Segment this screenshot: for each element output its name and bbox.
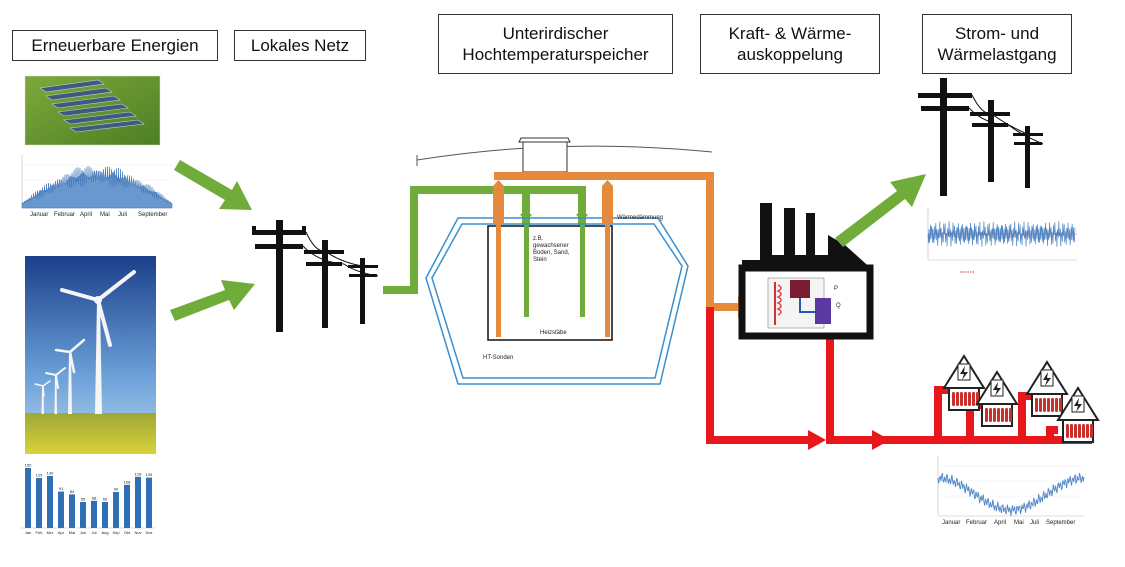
chp-plant: P Q bbox=[738, 203, 874, 340]
wind-bar-value: 126 bbox=[146, 472, 153, 477]
chp-to-power-grid-arrow bbox=[835, 174, 926, 247]
heat-red-pipe bbox=[706, 307, 1092, 444]
wind-bar-value: 65 bbox=[81, 497, 86, 502]
solar-yield-chart: Januar Februar April Mai Juli September bbox=[10, 150, 175, 220]
svg-text:Mai: Mai bbox=[100, 212, 110, 218]
header-load: Strom- und Wärmelastgang bbox=[922, 14, 1072, 74]
svg-text:September: September bbox=[1046, 520, 1075, 526]
power-load-chart bbox=[918, 203, 1080, 278]
soil-line: Stein bbox=[533, 257, 547, 263]
soil-line: Boden, Sand, bbox=[533, 250, 570, 256]
wind-bar-Nov bbox=[135, 476, 141, 528]
wind-arrow bbox=[170, 280, 255, 321]
svg-text:Mai: Mai bbox=[1014, 520, 1024, 526]
heating-rods-label: Heizstäbe bbox=[540, 330, 567, 336]
header-chp: Kraft- & Wärme- auskoppelung bbox=[700, 14, 880, 74]
wind-bar-category: Sep bbox=[112, 530, 120, 535]
wind-bar-value: 128 bbox=[135, 471, 142, 476]
wind-bar-value: 65 bbox=[103, 497, 108, 502]
wind-bar-value: 108 bbox=[124, 479, 131, 484]
house-3 bbox=[1025, 360, 1069, 417]
consumer-houses bbox=[942, 354, 1100, 443]
soil-line: gewachsener bbox=[533, 243, 569, 249]
wind-bar-category: Jun bbox=[80, 530, 86, 535]
wind-bar-Feb bbox=[36, 478, 42, 528]
wind-bar-Aug bbox=[102, 502, 108, 528]
wind-bar-value: 150 bbox=[25, 463, 32, 468]
house-4 bbox=[1056, 386, 1100, 443]
wind-bar-Mai bbox=[69, 494, 75, 528]
lightning-icon bbox=[960, 366, 968, 380]
wind-bar-value: 125 bbox=[36, 473, 43, 478]
svg-text:Februar: Februar bbox=[54, 212, 75, 218]
wind-bar-category: Feb bbox=[36, 530, 44, 535]
wind-bar-Jun bbox=[80, 502, 86, 528]
svg-text:Januar: Januar bbox=[942, 520, 960, 526]
wind-bar-category: Nov bbox=[134, 530, 141, 535]
svg-text:April: April bbox=[80, 212, 92, 218]
svg-text:Januar: Januar bbox=[30, 212, 48, 218]
lightning-icon bbox=[1074, 398, 1082, 412]
wind-bar-Jul bbox=[91, 500, 97, 528]
lightning-icon bbox=[993, 382, 1001, 396]
wind-bar-category: Aug bbox=[101, 530, 108, 535]
wind-bar-Mrz bbox=[47, 476, 53, 528]
consumer-grid-power-poles bbox=[918, 78, 1044, 196]
red-arrow-heads bbox=[808, 430, 890, 450]
svg-text:Q: Q bbox=[836, 303, 841, 309]
wind-bar-category: Jan bbox=[25, 530, 31, 535]
wind-bar-category: Mai bbox=[69, 530, 76, 535]
radiator-icon bbox=[985, 408, 1012, 422]
wind-bar-Jan bbox=[25, 468, 31, 528]
svg-text:Juli: Juli bbox=[1030, 520, 1039, 526]
svg-text:September: September bbox=[138, 212, 167, 218]
svg-text:Juli: Juli bbox=[118, 212, 127, 218]
soil-line: z.B. bbox=[533, 236, 544, 242]
green-arrow-heads bbox=[520, 214, 588, 224]
lightning-icon bbox=[1043, 372, 1051, 386]
wind-bar-category: Okt bbox=[124, 530, 131, 535]
wind-bar-value: 68 bbox=[92, 495, 97, 500]
insulation-label: Wärmedämmung bbox=[617, 215, 663, 221]
wind-bar-category: Dez bbox=[145, 530, 152, 535]
radiator-icon bbox=[1066, 424, 1093, 438]
insulation-outer bbox=[425, 217, 689, 385]
radiator-icon bbox=[952, 392, 979, 406]
svg-text:April: April bbox=[994, 520, 1006, 526]
underground-storage: z.B. gewachsener Boden, Sand, Stein Wärm… bbox=[416, 137, 713, 385]
storage-to-chp-pipe bbox=[494, 172, 742, 311]
wind-bar-category: Apr bbox=[58, 530, 65, 535]
wind-bar-category: Jul bbox=[91, 530, 96, 535]
heat-load-chart: Januar Februar April Mai Juli September bbox=[918, 453, 1088, 528]
wind-bar-Sep bbox=[113, 492, 119, 528]
wind-bar-category: Mrz bbox=[47, 530, 54, 535]
wind-bar-Apr bbox=[58, 491, 64, 528]
solar-arrow bbox=[174, 160, 252, 210]
local-grid-power-poles bbox=[252, 220, 379, 332]
header-local-grid: Lokales Netz bbox=[234, 30, 366, 61]
soil-label: z.B. gewachsener Boden, Sand, Stein bbox=[533, 236, 571, 263]
wind-bar-value: 91 bbox=[59, 486, 64, 491]
wind-turbines-image bbox=[25, 256, 156, 454]
wind-bar-value: 84 bbox=[70, 489, 75, 494]
probes-label: HT-Sonden bbox=[483, 355, 513, 361]
insulation-inner bbox=[431, 223, 683, 379]
wind-bar-Okt bbox=[124, 484, 130, 528]
wind-bar-Dez bbox=[146, 477, 152, 528]
radiator-icon bbox=[1035, 398, 1062, 412]
svg-text:Februar: Februar bbox=[966, 520, 987, 526]
solar-park-image bbox=[24, 75, 161, 146]
header-storage: Unterirdischer Hochtemperaturspeicher bbox=[438, 14, 673, 74]
wind-bar-value: 90 bbox=[114, 487, 119, 492]
svg-text:P: P bbox=[834, 286, 838, 292]
house-2 bbox=[975, 370, 1019, 427]
renewables-to-grid-arrows bbox=[170, 160, 255, 321]
header-renewables: Erneuerbare Energien bbox=[12, 30, 218, 61]
wind-bar-value: 130 bbox=[47, 471, 54, 476]
